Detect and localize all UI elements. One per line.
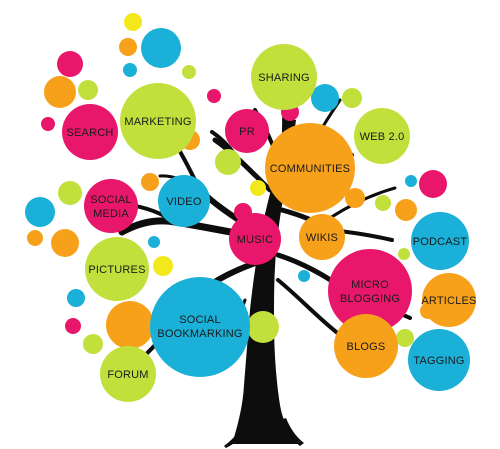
bubble-web-2-0: WEB 2.0 bbox=[354, 108, 410, 164]
bubble-social-bookmarking-label-line-1: SOCIAL bbox=[179, 314, 221, 326]
bubble-social-media-circle bbox=[84, 179, 138, 233]
bubble-social-media-label-line-1: SOCIAL bbox=[90, 194, 132, 206]
dot bbox=[182, 65, 196, 79]
bubble-micro-blogging-label-line-1: MICRO bbox=[351, 279, 389, 291]
bubble-tagging: TAGGING bbox=[408, 329, 470, 391]
dot bbox=[153, 256, 173, 276]
dot bbox=[396, 329, 414, 347]
bubble-marketing-circle bbox=[120, 83, 196, 159]
bubble-search: SEARCH bbox=[62, 104, 118, 160]
bubble-social-bookmarking-label-line-2: BOOKMARKING bbox=[157, 328, 242, 340]
bubble-micro-blogging-circle bbox=[328, 249, 412, 333]
dot bbox=[57, 51, 83, 77]
dot bbox=[207, 89, 221, 103]
dot bbox=[106, 301, 154, 349]
topic-bubbles: MARKETING SEARCH SHARING PR WEB 2.0 COMM… bbox=[62, 44, 476, 402]
bubble-wikis-label: WIKIS bbox=[306, 232, 338, 244]
dot bbox=[345, 188, 365, 208]
bubble-wikis-circle bbox=[299, 214, 345, 260]
bubble-search-label: SEARCH bbox=[66, 127, 113, 139]
bubble-pictures-label: PICTURES bbox=[88, 264, 145, 276]
bubble-blogs-circle bbox=[334, 314, 398, 378]
dot bbox=[123, 63, 137, 77]
bubble-pictures: PICTURES bbox=[85, 237, 149, 301]
bubble-pr-label: PR bbox=[239, 126, 255, 138]
bubble-video-circle bbox=[158, 175, 210, 227]
bubble-web-2-0-label: WEB 2.0 bbox=[360, 131, 405, 143]
dot bbox=[419, 170, 447, 198]
bubble-articles-circle bbox=[422, 273, 476, 327]
bubble-sharing: SHARING bbox=[251, 44, 317, 110]
dot bbox=[25, 197, 55, 227]
bubble-tagging-circle bbox=[408, 329, 470, 391]
bubble-articles: ARTICLES bbox=[421, 273, 476, 327]
dot bbox=[375, 195, 391, 211]
bubble-marketing: MARKETING bbox=[120, 83, 196, 159]
bubble-communities-label: COMMUNITIES bbox=[270, 163, 350, 175]
bubble-music-circle bbox=[229, 213, 281, 265]
dot bbox=[67, 289, 85, 307]
bubble-video: VIDEO bbox=[158, 175, 210, 227]
dot bbox=[148, 236, 160, 248]
dot bbox=[405, 175, 417, 187]
dot bbox=[124, 13, 142, 31]
bubble-blogs: BLOGS bbox=[334, 314, 398, 378]
bubble-podcast-label: PODCAST bbox=[413, 236, 468, 248]
bubble-sharing-label: SHARING bbox=[258, 72, 310, 84]
dot bbox=[44, 76, 76, 108]
dot bbox=[247, 311, 279, 343]
bubble-communities-circle bbox=[265, 123, 355, 213]
dot bbox=[298, 270, 310, 282]
bubble-wikis: WIKIS bbox=[299, 214, 345, 260]
dot bbox=[83, 334, 103, 354]
bubble-marketing-label: MARKETING bbox=[124, 116, 191, 128]
dot bbox=[250, 180, 266, 196]
bubble-micro-blogging-label-line-2: BLOGGING bbox=[340, 293, 400, 305]
dot bbox=[58, 181, 82, 205]
bubble-podcast: PODCAST bbox=[411, 212, 469, 270]
dot bbox=[342, 88, 362, 108]
dot bbox=[41, 117, 55, 131]
dot bbox=[311, 84, 339, 112]
dot bbox=[27, 230, 43, 246]
bubble-articles-label: ARTICLES bbox=[421, 295, 476, 307]
bubble-blogs-label: BLOGS bbox=[347, 341, 386, 353]
bubble-web-2-0-circle bbox=[354, 108, 410, 164]
bubble-forum: FORUM bbox=[100, 346, 156, 402]
bubble-communities: COMMUNITIES bbox=[265, 123, 355, 213]
bubble-forum-circle bbox=[100, 346, 156, 402]
bubble-music-label: MUSIC bbox=[237, 234, 273, 246]
dot bbox=[141, 173, 159, 191]
bubble-social-media: SOCIAL MEDIA bbox=[84, 179, 138, 233]
bubble-sharing-circle bbox=[251, 44, 317, 110]
bubble-pr-circle bbox=[225, 109, 269, 153]
bubble-social-bookmarking-circle bbox=[150, 277, 250, 377]
dot bbox=[65, 318, 81, 334]
bubble-social-media-label-line-2: MEDIA bbox=[93, 208, 129, 220]
dot bbox=[215, 149, 241, 175]
bubble-forum-label: FORUM bbox=[107, 369, 148, 381]
dot bbox=[78, 80, 98, 100]
bubble-micro-blogging: MICRO BLOGGING bbox=[328, 249, 412, 333]
dot bbox=[51, 229, 79, 257]
bubble-search-circle bbox=[62, 104, 118, 160]
dot bbox=[119, 38, 137, 56]
decorative-dots bbox=[25, 13, 447, 354]
bubble-podcast-circle bbox=[411, 212, 469, 270]
bubble-pictures-circle bbox=[85, 237, 149, 301]
bubble-video-label: VIDEO bbox=[166, 196, 201, 208]
bubble-music: MUSIC bbox=[229, 213, 281, 265]
bubble-social-bookmarking: SOCIAL BOOKMARKING bbox=[150, 277, 250, 377]
bubble-tagging-label: TAGGING bbox=[413, 355, 464, 367]
dot bbox=[395, 199, 417, 221]
bubble-pr: PR bbox=[225, 109, 269, 153]
dot bbox=[398, 248, 410, 260]
dot bbox=[141, 28, 181, 68]
